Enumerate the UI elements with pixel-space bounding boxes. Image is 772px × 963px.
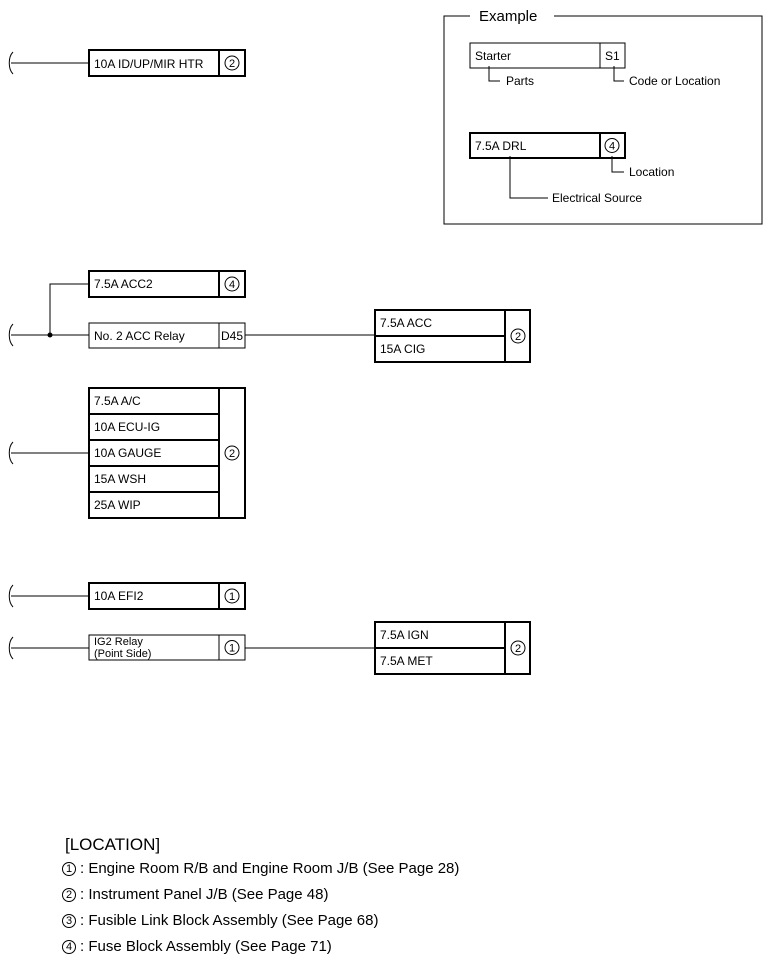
- location-legend: [LOCATION] 1 : Engine Room R/B and Engin…: [62, 834, 582, 960]
- relay-label: No. 2 ACC Relay: [94, 329, 185, 343]
- example-legend: [443, 15, 763, 225]
- example-parts-box: Starter: [475, 49, 511, 63]
- fuse-label: 7.5A MET: [380, 654, 433, 668]
- example-source-loc: 4: [609, 141, 615, 153]
- wiring-diagram: Example Starter S1 Parts Code or Locatio…: [8, 8, 763, 675]
- location-text: : Engine Room R/B and Engine Room J/B (S…: [80, 860, 460, 877]
- fuse-label: 7.5A IGN: [380, 628, 429, 642]
- example-location-label: Location: [629, 165, 674, 179]
- example-code-box: S1: [605, 49, 620, 63]
- circuit-ig2: [8, 621, 531, 675]
- example-title: Example: [479, 8, 537, 25]
- location-item: 1 : Engine Room R/B and Engine Room J/B …: [62, 856, 582, 882]
- location-number: 2: [229, 448, 235, 460]
- location-number: 4: [229, 279, 235, 291]
- location-number: 2: [515, 331, 521, 343]
- circuit-efi2: [8, 582, 246, 610]
- location-number: 1: [62, 862, 76, 876]
- location-number: 1: [229, 591, 235, 603]
- example-parts-label: Parts: [506, 74, 534, 88]
- location-title: [LOCATION]: [65, 835, 161, 854]
- fuse-label: 7.5A ACC: [380, 316, 432, 330]
- location-item: 3 : Fusible Link Block Assembly (See Pag…: [62, 908, 582, 934]
- location-text: : Instrument Panel J/B (See Page 48): [80, 886, 329, 903]
- relay-code: D45: [221, 329, 243, 343]
- location-number: 1: [229, 643, 235, 655]
- fuse-label: 7.5A A/C: [94, 394, 141, 408]
- location-number: 2: [515, 643, 521, 655]
- location-item: 4 : Fuse Block Assembly (See Page 71): [62, 934, 582, 960]
- fuse-label: 15A WSH: [94, 472, 146, 486]
- example-source-box: 7.5A DRL: [475, 139, 527, 153]
- location-item: 2 : Instrument Panel J/B (See Page 48): [62, 882, 582, 908]
- circuit-ig-fuses: [8, 387, 246, 519]
- location-text: : Fusible Link Block Assembly (See Page …: [80, 912, 379, 929]
- fuse-label: 7.5A ACC2: [94, 277, 153, 291]
- example-code-label: Code or Location: [629, 74, 720, 88]
- example-source-label: Electrical Source: [552, 191, 642, 205]
- fuse-label: 10A ECU-IG: [94, 420, 160, 434]
- fuse-label: 10A EFI2: [94, 589, 144, 603]
- relay-label: IG2 Relay: [94, 636, 143, 648]
- relay-label: (Point Side): [94, 648, 151, 660]
- location-number: 4: [62, 940, 76, 954]
- fuse-label: 10A ID/UP/MIR HTR: [94, 57, 204, 71]
- circuit-acc: [8, 270, 531, 363]
- fuse-label: 10A GAUGE: [94, 446, 161, 460]
- location-number: 3: [62, 914, 76, 928]
- location-number: 2: [62, 888, 76, 902]
- location-number: 2: [229, 58, 235, 70]
- fuse-label: 25A WIP: [94, 498, 141, 512]
- fuse-label: 15A CIG: [380, 342, 425, 356]
- circuit-id-up-mir-htr: [8, 49, 246, 77]
- location-text: : Fuse Block Assembly (See Page 71): [80, 938, 332, 955]
